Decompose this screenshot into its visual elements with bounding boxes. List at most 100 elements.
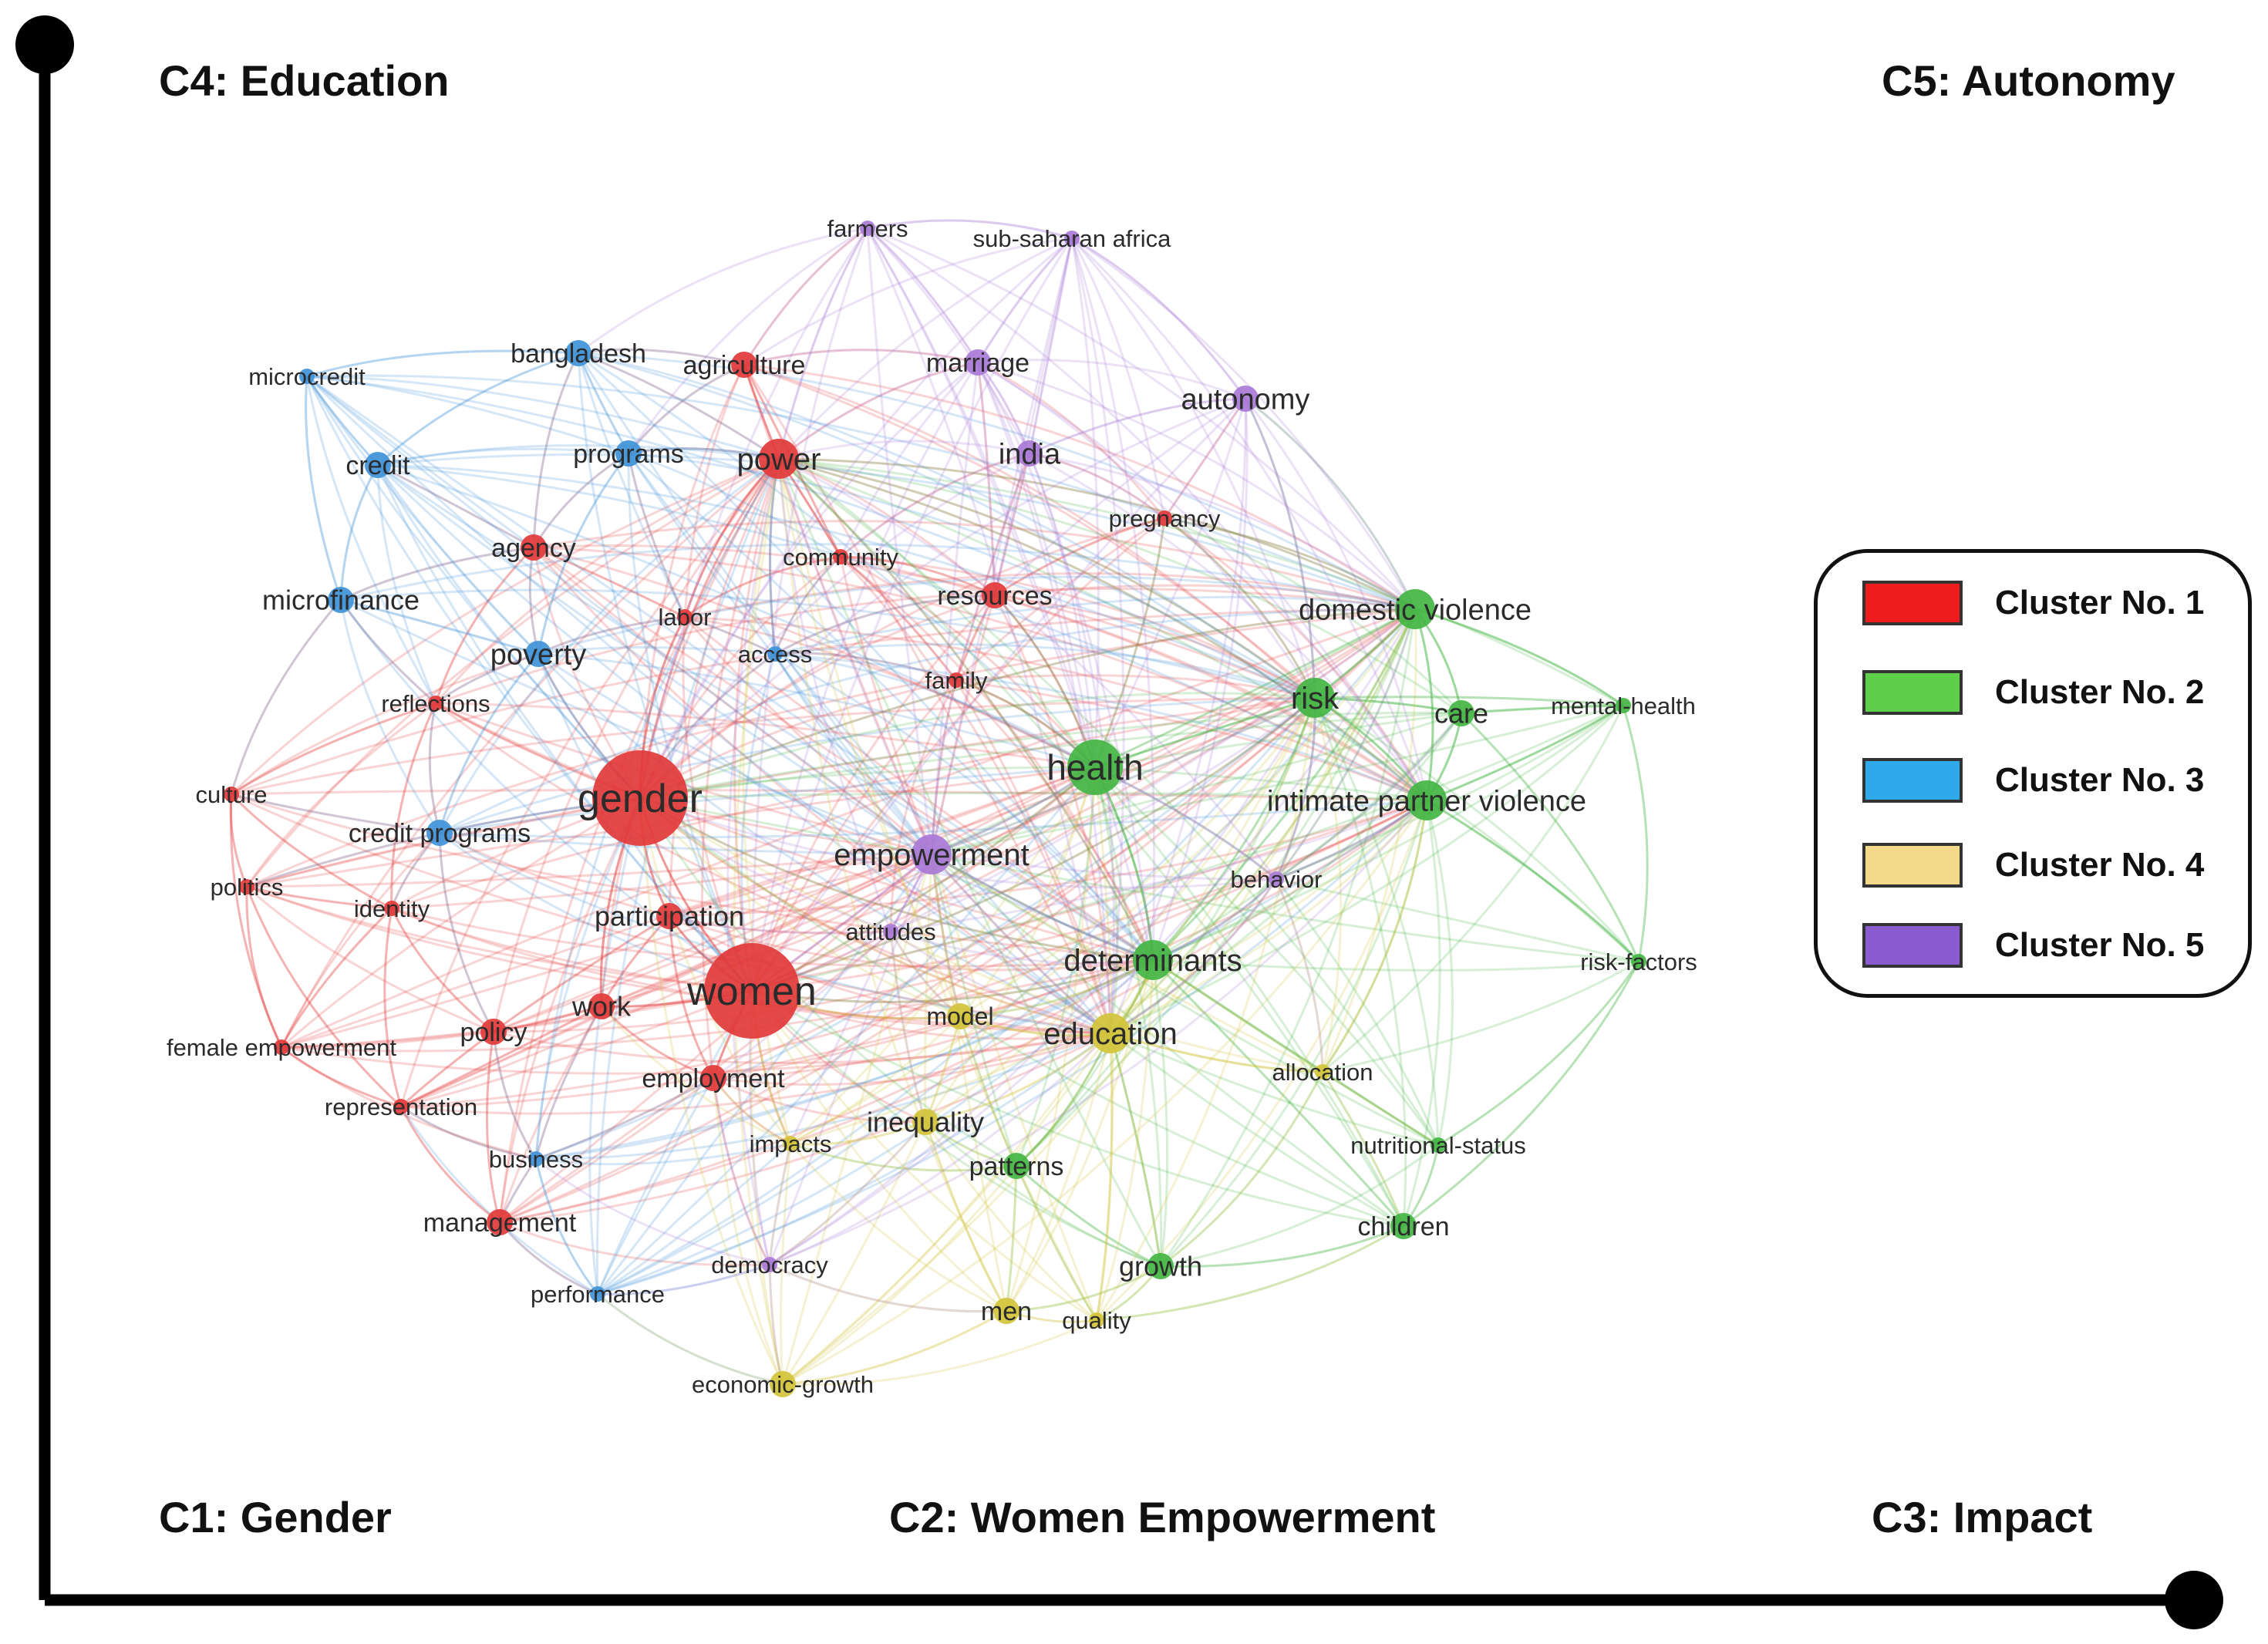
link-356: [751, 704, 1624, 992]
link-395: [931, 853, 1154, 962]
link-803: [930, 854, 1111, 1035]
link-502: [377, 463, 1316, 699]
link-833: [713, 930, 892, 1080]
link-372: [778, 457, 1427, 802]
link-515: [628, 452, 1316, 699]
link-151: [230, 793, 393, 910]
link-591: [535, 1142, 791, 1166]
link-402: [1622, 705, 1649, 962]
link-682: [782, 1309, 1007, 1386]
node-label-management: management: [423, 1208, 577, 1238]
link-733: [1070, 238, 1100, 768]
link-38: [769, 458, 780, 655]
link-339: [639, 711, 1462, 800]
link-558: [774, 652, 957, 682]
link-536: [538, 652, 1096, 769]
link-19: [751, 799, 1427, 992]
link-725: [743, 227, 868, 366]
link-751: [930, 362, 979, 855]
link-164: [246, 696, 1316, 888]
node-label-gender: gender: [578, 777, 703, 821]
link-816: [1275, 878, 1324, 1073]
link-593: [596, 990, 753, 1295]
link-530: [340, 598, 539, 655]
link-90: [684, 615, 1154, 962]
link-264: [281, 1046, 402, 1108]
node-label-democracy: democracy: [711, 1252, 828, 1278]
link-layer: [229, 219, 1649, 1386]
link-357: [931, 704, 1624, 856]
legend-swatch: [1862, 843, 1963, 888]
node-label-allocation: allocation: [1272, 1059, 1373, 1086]
link-397: [639, 797, 1639, 963]
link-549: [773, 653, 933, 856]
link-743: [1028, 238, 1073, 454]
link-225: [493, 915, 670, 1033]
link-114: [774, 594, 996, 655]
link-274: [499, 958, 1154, 1224]
link-166: [246, 885, 393, 910]
link-47: [743, 363, 1316, 699]
link-435: [639, 797, 1404, 1228]
link-301: [1094, 608, 1416, 769]
link-605: [597, 1292, 784, 1386]
link-309: [1094, 766, 1277, 881]
link-218: [493, 799, 1427, 1033]
link-235: [281, 1046, 402, 1108]
node-pregnancy: [1157, 510, 1172, 526]
link-370: [1322, 705, 1625, 1073]
link-413: [1016, 1033, 1112, 1167]
link-583: [535, 799, 1427, 1161]
node-patterns: [1003, 1153, 1030, 1179]
link-126: [930, 679, 958, 855]
link-464: [305, 376, 642, 800]
link-654: [790, 1120, 926, 1146]
link-210: [534, 1006, 603, 1160]
node-risk: [1295, 678, 1335, 718]
link-119: [955, 679, 1154, 961]
link-429: [1322, 1070, 1439, 1147]
link-503: [305, 376, 379, 467]
link-676: [1005, 959, 1154, 1312]
link-64: [532, 452, 629, 548]
link-832: [669, 915, 891, 935]
link-779: [1028, 453, 1097, 768]
link-471: [306, 375, 1316, 699]
link-153: [230, 599, 342, 795]
link-804: [639, 797, 1277, 889]
link-228: [281, 766, 1096, 1049]
link-160: [246, 853, 932, 888]
node-label-care: care: [1434, 698, 1488, 729]
link-286: [639, 517, 1165, 800]
link-767: [1151, 398, 1249, 961]
link-696: [924, 1121, 1097, 1322]
link-81: [684, 555, 841, 618]
link-96: [684, 555, 841, 618]
link-748: [639, 361, 979, 799]
link-713: [712, 1077, 784, 1385]
link-634: [1110, 878, 1278, 1035]
link-88: [683, 616, 932, 856]
link-659: [639, 797, 792, 1144]
link-805: [1094, 766, 1277, 881]
link-223: [485, 1031, 501, 1223]
link-604: [597, 1263, 770, 1295]
link-76: [840, 555, 1427, 802]
link-726: [867, 219, 1073, 240]
link-115: [976, 362, 996, 596]
node-label-india: india: [999, 438, 1061, 470]
link-352: [1276, 713, 1463, 881]
node-gender: [592, 750, 688, 846]
link-765: [750, 397, 1247, 992]
link-712: [781, 1121, 927, 1385]
node-label-labor: labor: [659, 604, 712, 631]
link-588: [534, 1158, 599, 1295]
link-844: [597, 1263, 770, 1295]
node-label-resources: resources: [937, 581, 1052, 611]
link-735: [777, 237, 1073, 460]
link-482: [577, 352, 1154, 961]
link-825: [890, 930, 1111, 1035]
link-200: [439, 831, 670, 918]
link-351: [1461, 704, 1624, 715]
